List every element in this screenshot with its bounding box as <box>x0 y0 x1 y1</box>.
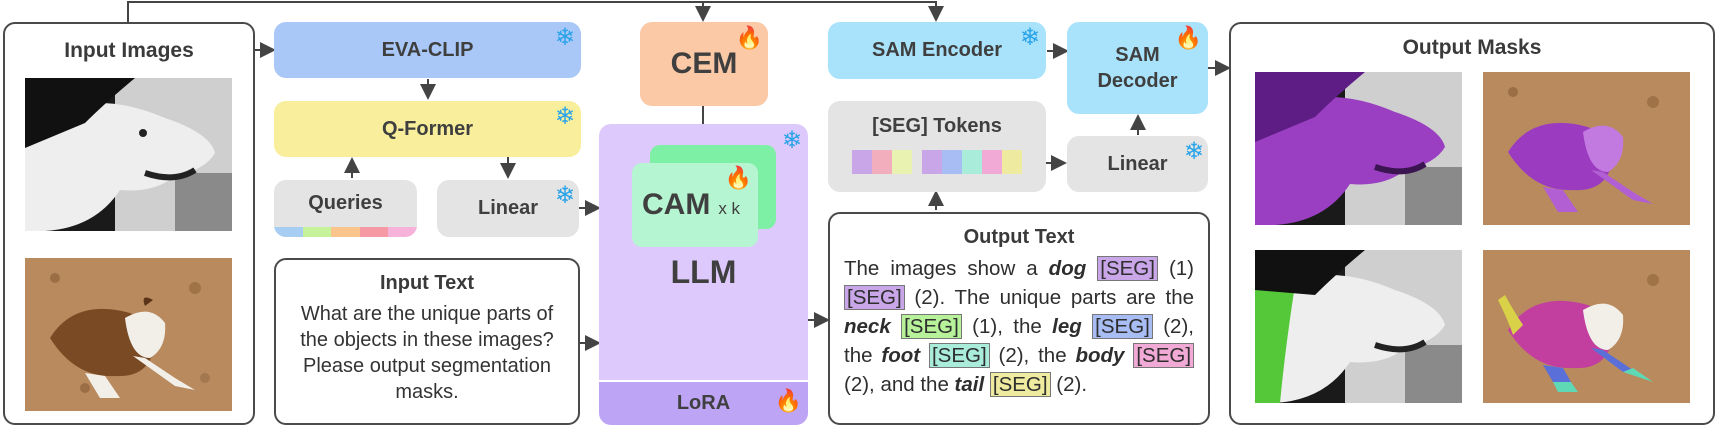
output-text-segment: (2). The unique parts are the <box>904 286 1194 309</box>
eva-clip-label: EVA-CLIP <box>381 38 474 61</box>
q-former-block: Q-Former ❄ <box>274 101 581 157</box>
trainable-fire-icon: 🔥 <box>735 25 763 50</box>
output-text-segment: (2), the <box>989 344 1076 367</box>
seg-tag-body: [SEG] <box>1133 343 1195 368</box>
seg-tag-dog-2: [SEG] <box>844 285 905 310</box>
output-text-panel: Output Text The images show a dog [SEG] … <box>828 212 1210 425</box>
linear-right-label: Linear <box>1107 152 1168 175</box>
output-text-segment: (1), the <box>961 315 1053 338</box>
trainable-fire-icon: 🔥 <box>724 165 752 190</box>
output-mask-dog-sand-whole <box>1483 72 1690 225</box>
seg-tag-tail: [SEG] <box>989 372 1051 397</box>
seg-token-strips <box>852 150 1022 174</box>
word-foot: foot <box>881 344 921 367</box>
seg-tag-neck: [SEG] <box>901 314 962 339</box>
word-body: body <box>1075 344 1125 367</box>
eva-clip-block: EVA-CLIP ❄ <box>274 22 581 78</box>
lora-block: LoRA 🔥 <box>599 382 808 425</box>
output-text-segment: The images show a <box>844 257 1049 280</box>
word-leg: leg <box>1052 315 1082 338</box>
cam-multiplier: x k <box>718 199 741 218</box>
sam-decoder-block: SAM Decoder 🔥 <box>1067 22 1208 114</box>
seg-token-group-2 <box>922 150 1022 174</box>
cem-block: CEM 🔥 <box>640 22 768 106</box>
input-text-body: What are the unique parts of the objects… <box>300 303 554 403</box>
input-text-title: Input Text <box>379 272 475 294</box>
sam-decoder-label-line2: Decoder <box>1097 70 1178 92</box>
trainable-fire-icon: 🔥 <box>1174 25 1202 50</box>
output-masks-title: Output Masks <box>1402 36 1542 59</box>
output-text-title: Output Text <box>963 226 1075 248</box>
output-text-segment: (1) <box>1157 257 1195 280</box>
queries-block: Queries <box>274 180 417 237</box>
word-tail: tail <box>954 373 985 396</box>
input-text-panel: Input Text What are the unique parts of … <box>274 258 580 425</box>
seg-tag-leg: [SEG] <box>1092 314 1153 339</box>
sam-decoder-label-line1: SAM <box>1115 44 1160 66</box>
word-dog: dog <box>1048 257 1087 280</box>
seg-tokens-label: [SEG] Tokens <box>872 115 1002 137</box>
sam-encoder-label: SAM Encoder <box>871 39 1003 61</box>
trainable-fire-icon: 🔥 <box>774 388 802 413</box>
output-text-segment: (2). <box>1050 373 1088 396</box>
frozen-snowflake-icon: ❄ <box>554 24 575 51</box>
seg-tokens-block: [SEG] Tokens <box>828 101 1046 192</box>
cem-label: CEM <box>670 47 738 80</box>
seg-tag-foot: [SEG] <box>928 343 990 368</box>
frozen-snowflake-icon: ❄ <box>781 127 802 154</box>
input-images-title: Input Images <box>64 39 194 62</box>
frozen-snowflake-icon: ❄ <box>1183 138 1204 165</box>
cam-label: CAM <box>642 188 711 221</box>
output-text-body: The images show a dog [SEG] (1) [SEG] (2… <box>844 254 1195 399</box>
linear-projection-right: Linear ❄ <box>1067 136 1208 192</box>
query-token-strip <box>274 227 417 237</box>
seg-tag-dog-1: [SEG] <box>1097 256 1158 281</box>
output-mask-dog-window <box>1255 72 1462 225</box>
q-former-label: Q-Former <box>381 117 474 140</box>
queries-label: Queries <box>308 192 383 214</box>
frozen-snowflake-icon: ❄ <box>554 182 575 209</box>
frozen-snowflake-icon: ❄ <box>554 103 575 130</box>
input-image-dog-window <box>25 78 232 231</box>
linear-projection-left: Linear ❄ <box>437 180 579 237</box>
frozen-snowflake-icon: ❄ <box>1019 24 1040 51</box>
word-neck: neck <box>844 315 891 338</box>
lora-label: LoRA <box>676 392 731 414</box>
seg-token-group-1 <box>852 150 912 174</box>
output-mask-dog-window-neck <box>1255 250 1462 403</box>
cam-block: CAM x k 🔥 <box>632 163 758 247</box>
output-text-segment: (2), the <box>844 315 1194 367</box>
output-mask-dog-sand-parts <box>1483 250 1690 403</box>
sam-encoder-block: SAM Encoder ❄ <box>828 22 1046 79</box>
linear-left-label: Linear <box>477 197 539 219</box>
input-image-dog-sand <box>25 258 232 411</box>
output-text-segment: (2), and the <box>844 373 955 396</box>
llm-label: LLM <box>670 254 737 290</box>
